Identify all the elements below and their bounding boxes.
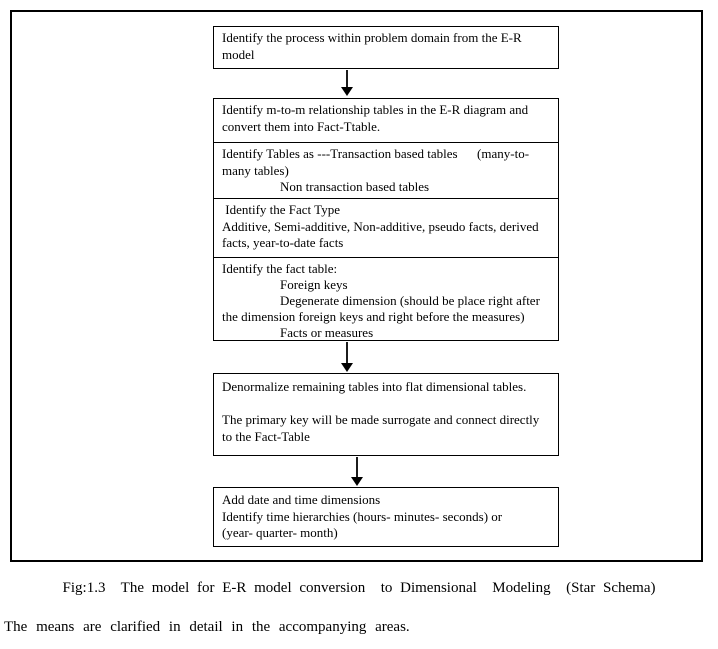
flow-box-text-line: Identify the process within problem doma… <box>222 30 522 45</box>
down-arrow-icon <box>340 342 353 372</box>
flow-box-text-line: many tables) <box>222 162 289 178</box>
flow-box-text-line: The primary key will be made surrogate a… <box>222 412 540 427</box>
flow-box-denormalize: Denormalize remaining tables into flat d… <box>213 373 559 456</box>
flow-box-text-line: convert them into Fact-Ttable. <box>222 118 381 134</box>
flow-box-text-line: Degenerate dimension (should be place ri… <box>280 293 540 308</box>
arrowhead-icon <box>350 477 363 486</box>
flow-box-text-line: Facts or measures <box>280 325 374 340</box>
flow-box-text-line: Identify m-to-m relationship tables in t… <box>222 102 529 117</box>
flow-box-text-line: Identify the Fact Type <box>222 202 340 217</box>
flow-box-text-line: Identify the fact table: <box>222 261 338 276</box>
flow-section-identify-fact-type: Identify the Fact Type Additive, Semi-ad… <box>214 199 558 258</box>
flow-section-identify-tables-as: Identify Tables as ---Transaction based … <box>214 143 558 199</box>
arrow-stem <box>345 342 348 363</box>
body-paragraph: The means are clarified in detail in the… <box>4 619 410 635</box>
flow-box-text-line: the dimension foreign keys and right bef… <box>222 309 525 324</box>
arrowhead-icon <box>340 363 353 372</box>
arrow-stem <box>355 457 358 477</box>
flow-box-text-line: Denormalize remaining tables into flat d… <box>222 379 527 394</box>
arrow-stem <box>345 70 348 87</box>
flow-section-identify-fact-table: Identify the fact table: Foreign keys De… <box>214 258 558 342</box>
flow-box-date-time-dimensions: Add date and time dimensions Identify ti… <box>213 487 559 547</box>
flow-box-text-line <box>222 396 550 413</box>
arrowhead-icon <box>340 87 353 96</box>
figure-caption: Fig:1.3 The model for E-R model conversi… <box>62 580 656 596</box>
flow-section-m-to-m-tables: Identify m-to-m relationship tables in t… <box>214 99 558 143</box>
flow-box-text-line: Identify Tables as ---Transaction based … <box>222 146 530 161</box>
flow-box-text-line: to the Fact-Table <box>222 428 310 444</box>
flow-box-text-line: Additive, Semi-additive, Non-additive, p… <box>222 218 539 234</box>
flow-box-text-line: Identify time hierarchies (hours- minute… <box>222 508 503 524</box>
flow-box-text-line: model <box>222 46 255 62</box>
flow-box-text-line: (year- quarter- month) <box>222 525 338 540</box>
flow-box-text-line: facts, year-to-date facts <box>222 235 344 250</box>
flow-box-text-line: Add date and time dimensions <box>222 492 381 507</box>
flow-box-text-line: Foreign keys <box>280 277 348 292</box>
flow-box-identify-tables-group: Identify m-to-m relationship tables in t… <box>213 98 559 341</box>
down-arrow-icon <box>340 70 353 96</box>
down-arrow-icon <box>350 457 363 486</box>
flow-box-identify-process: Identify the process within problem doma… <box>213 26 559 69</box>
flow-box-text-line: Non transaction based tables <box>280 179 430 194</box>
